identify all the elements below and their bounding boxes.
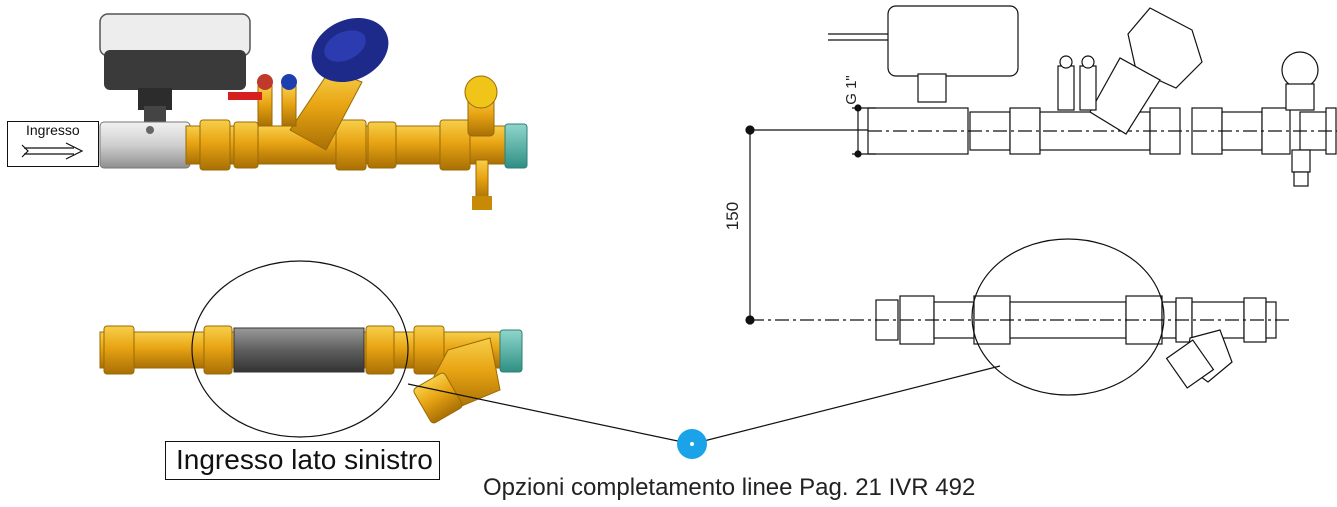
rendered-assembly-top: [99, 13, 528, 210]
callout-leaders: [407, 365, 1001, 445]
ball-valve-rendered: [99, 121, 191, 169]
actuator-rendered: [99, 13, 251, 122]
callout-ellipse-left: [191, 260, 409, 438]
inlet-label: Ingresso: [7, 121, 99, 167]
dimension-label: 150: [723, 201, 742, 231]
inlet-left-side-label: Ingresso lato sinistro: [165, 441, 440, 480]
rendered-assembly-bottom: [99, 260, 523, 438]
handwheel-rendered: [311, 17, 389, 83]
line-drawing-top: [828, 5, 1337, 187]
arrow-right-icon: [21, 142, 84, 160]
inlet-label-text: Ingresso: [26, 122, 80, 138]
line-drawing-bottom: [750, 238, 1290, 396]
dimension-150: [745, 125, 868, 325]
callout-ellipse-right: [971, 238, 1165, 396]
caption: Opzioni completamento linee Pag. 21 IVR …: [483, 474, 976, 501]
dimension-thread: [852, 104, 876, 158]
thread-label: G 1": [843, 75, 860, 105]
